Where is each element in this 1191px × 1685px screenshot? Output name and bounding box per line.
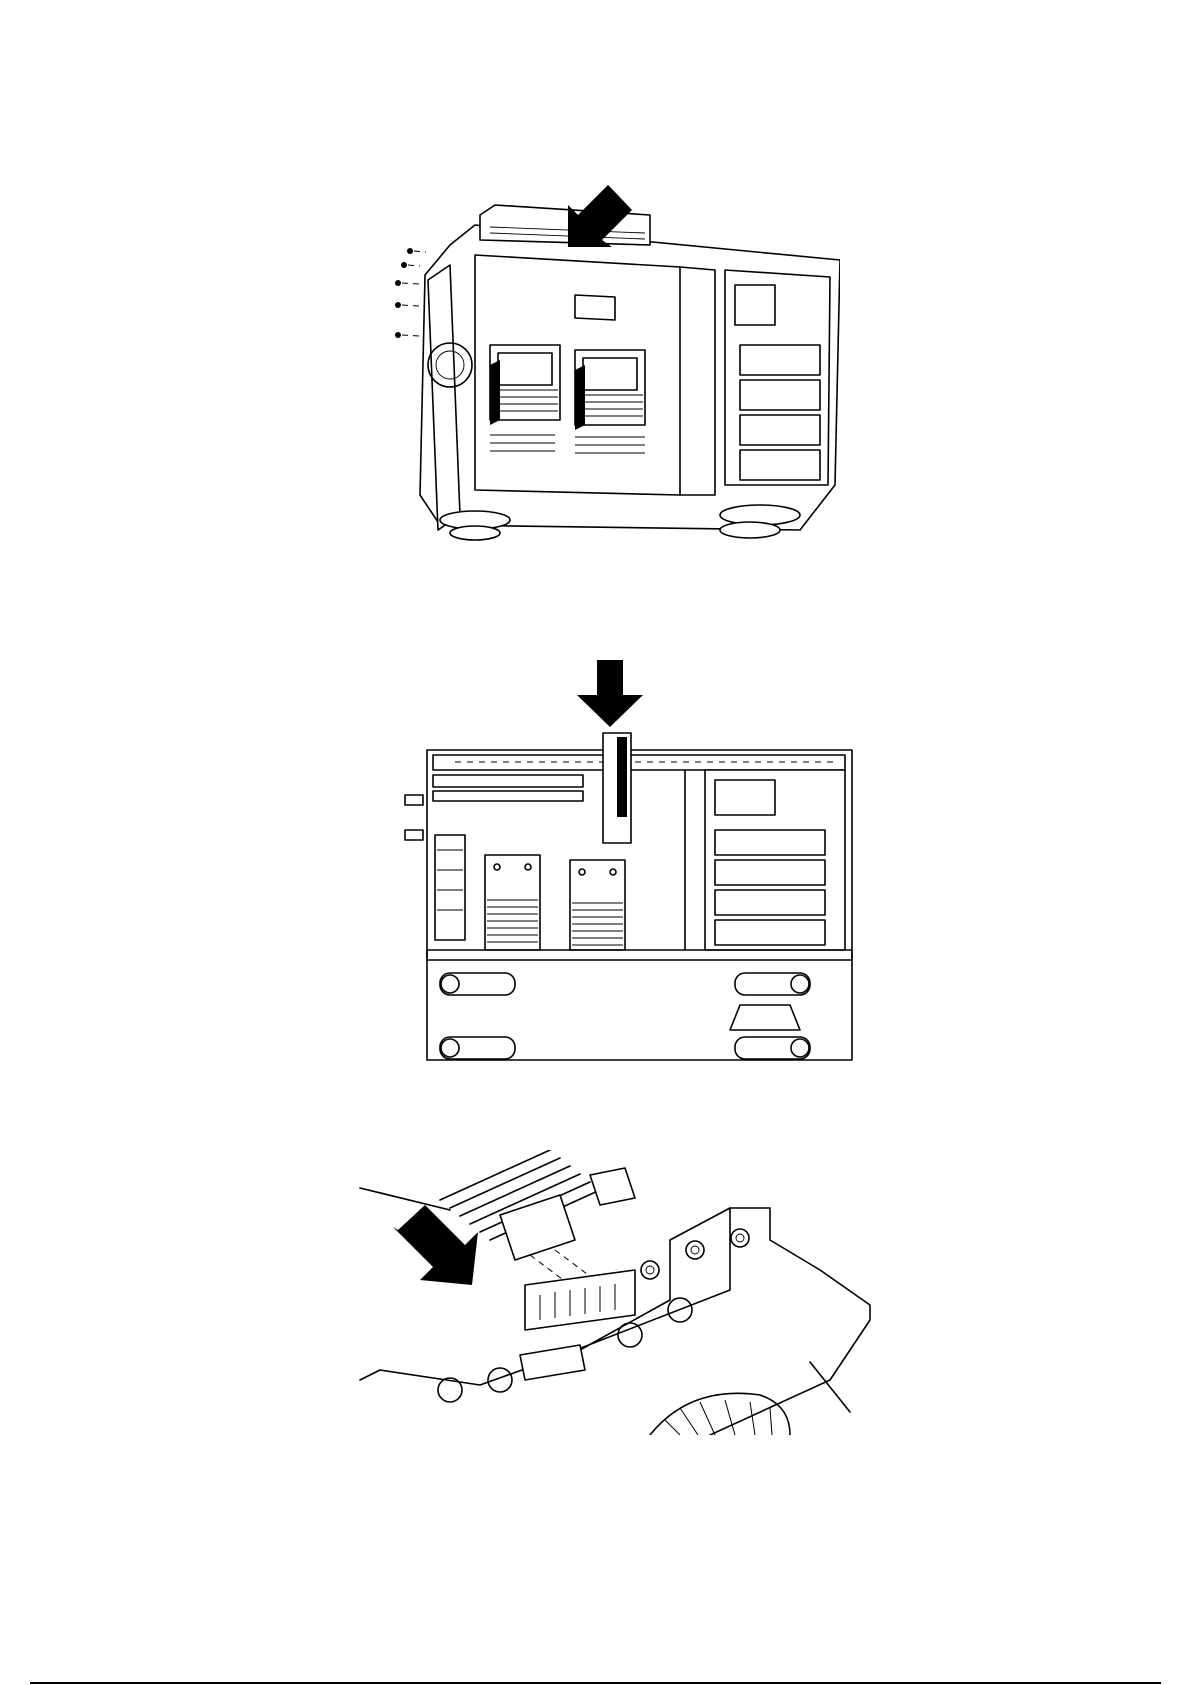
- arrow-down-icon: [577, 660, 643, 727]
- connector-socket: [520, 1270, 635, 1380]
- drive-cage: [705, 770, 845, 950]
- heatsink-left: [485, 855, 540, 950]
- screw-set: [395, 248, 426, 338]
- heatsink-right: [575, 350, 645, 430]
- blower-fan: [650, 1393, 790, 1435]
- callout-leader-cable: [360, 1188, 450, 1210]
- connector-closeup-diagram: [350, 1150, 890, 1435]
- heatsink-right: [570, 860, 625, 950]
- drive-cage: [725, 270, 830, 485]
- arrow-diagonal-down-right-icon: [393, 1205, 478, 1285]
- heatsink-left: [490, 345, 560, 425]
- chassis-isometric-diagram: [380, 185, 840, 595]
- footer-rule: [30, 1682, 1161, 1684]
- chassis-top-view-diagram: [395, 655, 865, 1070]
